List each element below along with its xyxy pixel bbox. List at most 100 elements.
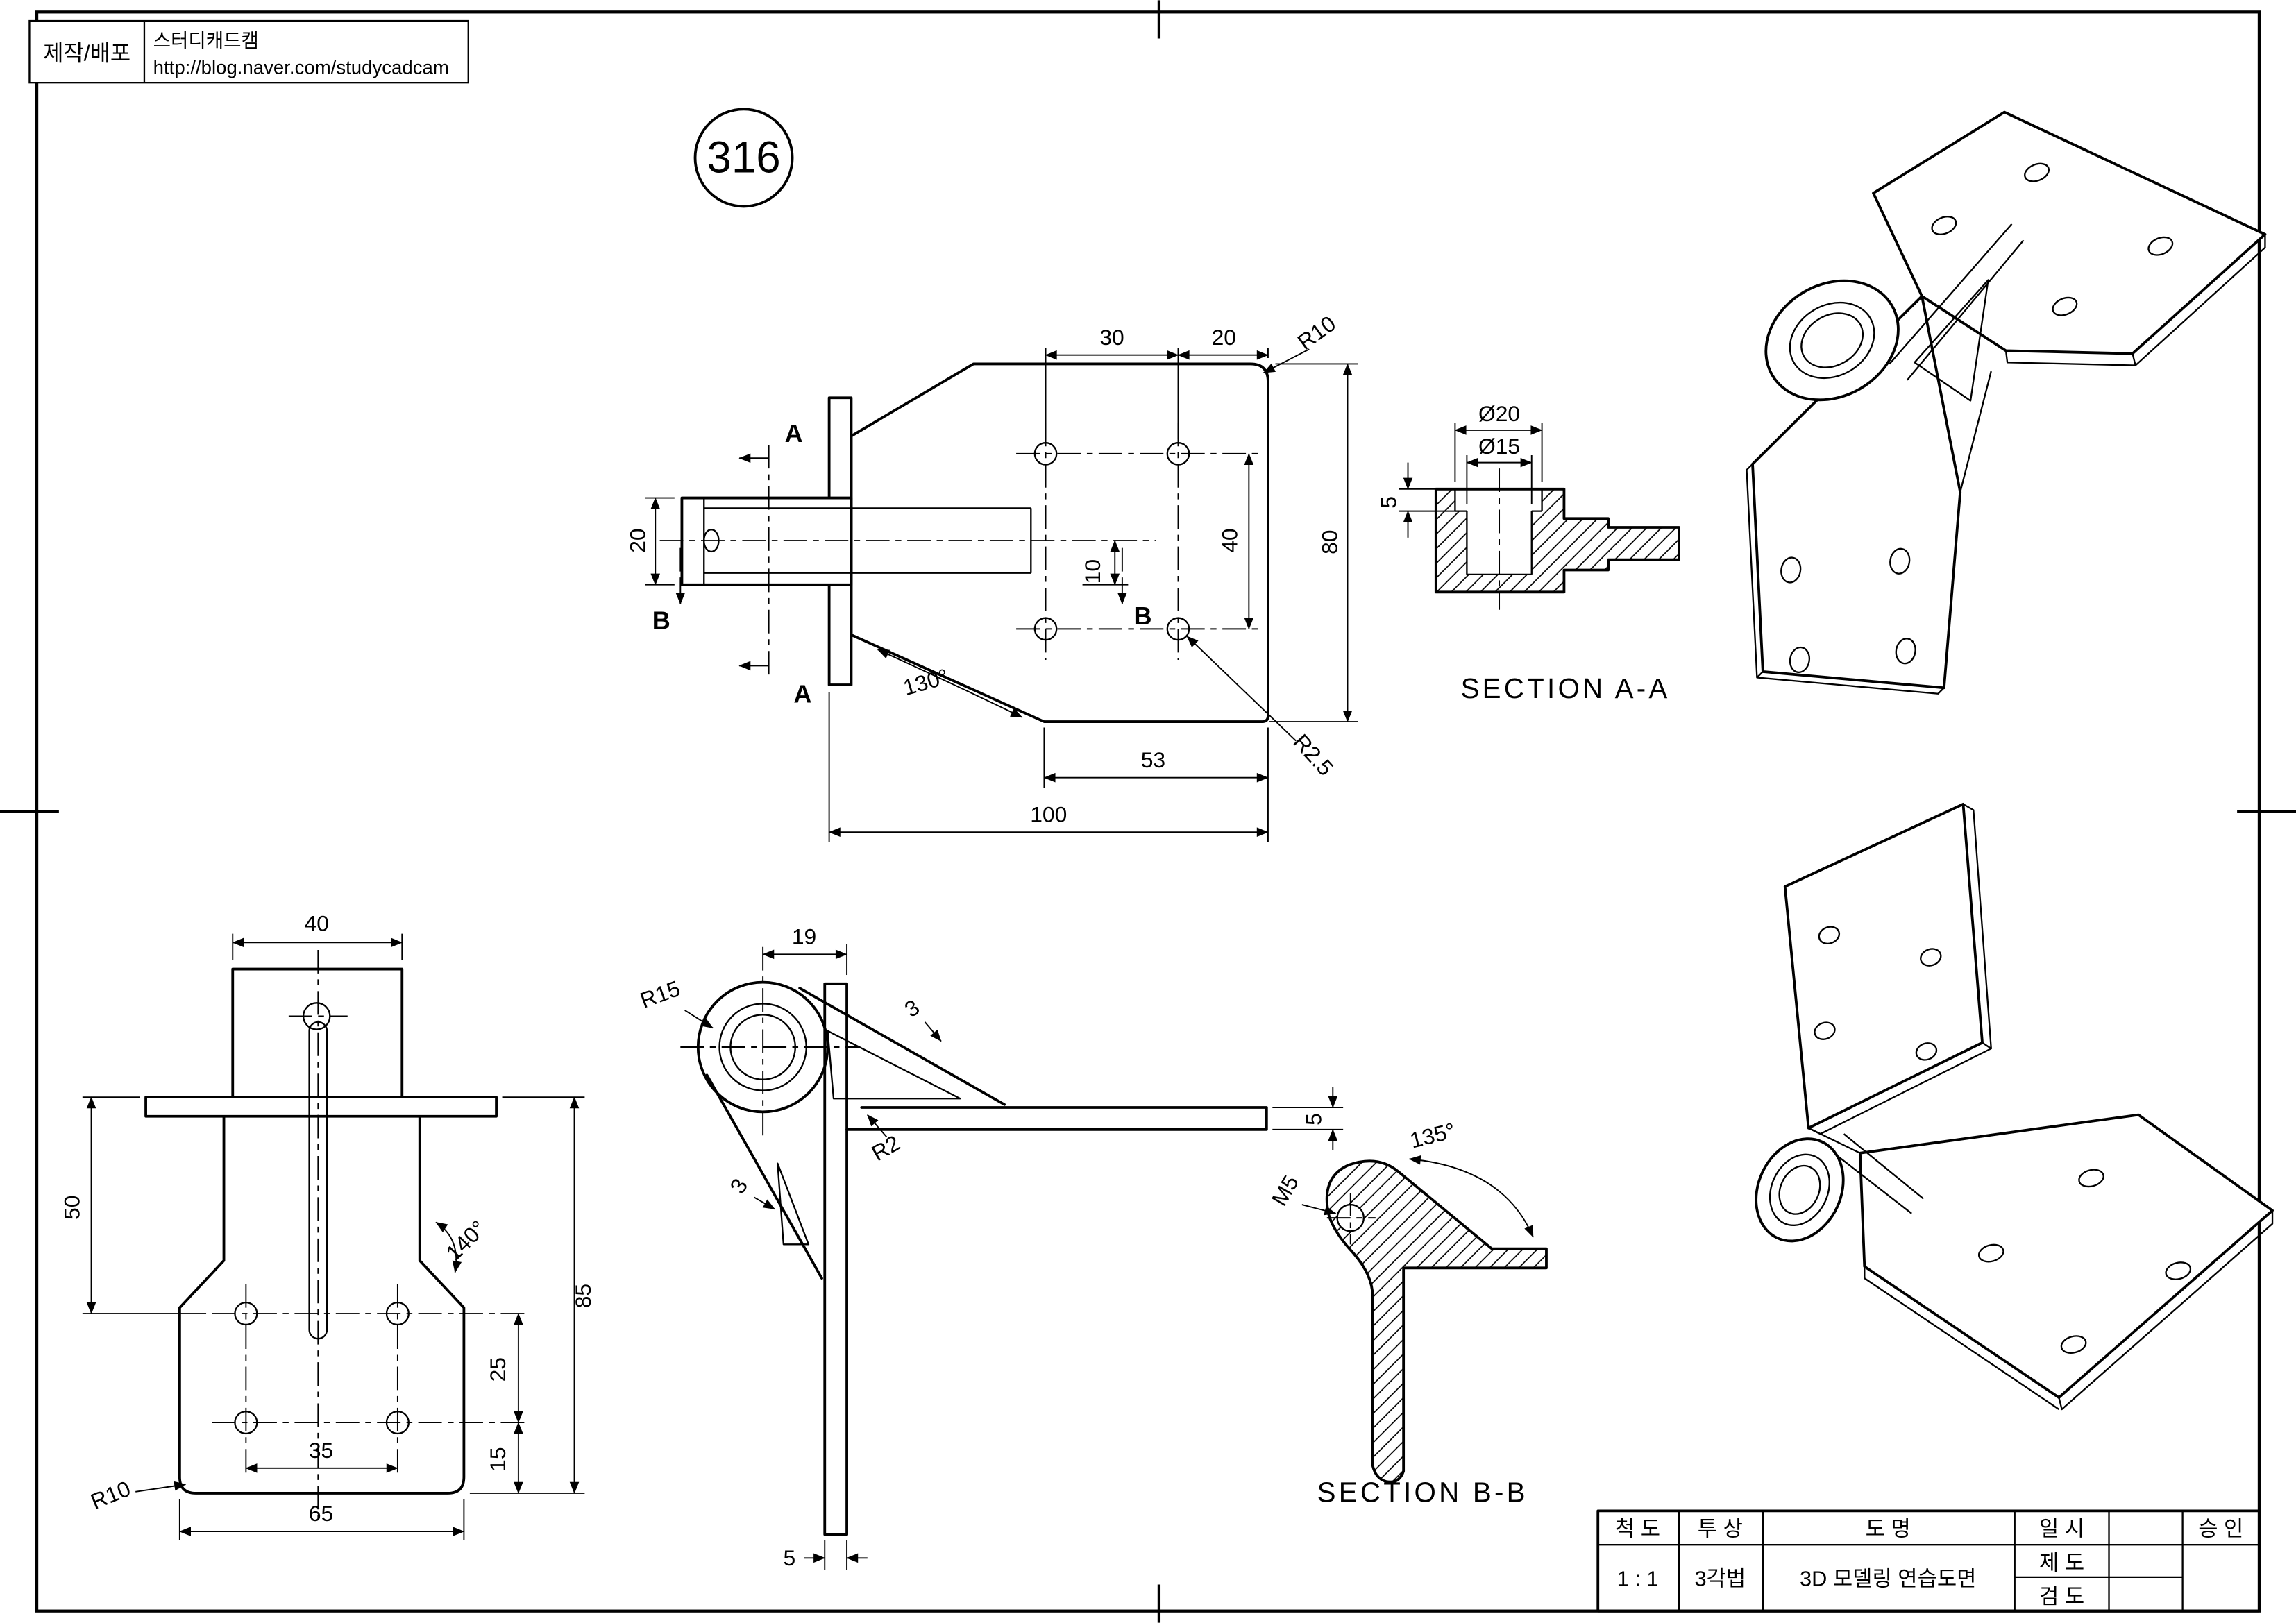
dim-15: 15: [485, 1447, 510, 1471]
leader-3top: [924, 1021, 942, 1042]
leader-m5: [1301, 1204, 1337, 1216]
plate-thickness: [2004, 234, 2266, 366]
side-view: 19 R15 3 R2 3 5 5: [637, 924, 1344, 1570]
ext-lines: [1454, 423, 1543, 504]
plate-outline: [850, 362, 1269, 723]
dim-od20: Ø20: [1478, 401, 1520, 426]
stamp-label: 제작/배포: [43, 40, 130, 65]
hatch-strip: [1608, 527, 1679, 560]
boss-bore: [1778, 1164, 1821, 1215]
dim-19: 19: [792, 924, 816, 949]
dim-30: 30: [1099, 325, 1124, 350]
hole: [2024, 162, 2050, 182]
section-bb-label: SECTION B-B: [1317, 1477, 1528, 1509]
hole: [1915, 1042, 1938, 1061]
approve-label: 승 인: [2198, 1516, 2243, 1540]
leader-r10: [1263, 348, 1310, 374]
cut-label-a1: A: [785, 419, 803, 448]
arc-135: [1408, 1155, 1534, 1238]
ext-50: [82, 1096, 207, 1315]
section-aa-view: Ø20 Ø15 5 SECTION A-A: [1376, 401, 1680, 704]
boss-face: [1769, 1153, 1830, 1226]
gusset-top-edge: [798, 987, 1006, 1106]
dim-r15: R15: [637, 976, 684, 1013]
section-aa-label: SECTION A-A: [1461, 673, 1671, 704]
hole: [2078, 1169, 2104, 1188]
boss-face: [1789, 301, 1875, 380]
dim-130: 130°: [900, 663, 951, 700]
dim-50: 50: [60, 1196, 85, 1220]
hole: [2147, 236, 2174, 256]
dim-85: 85: [571, 1284, 596, 1308]
dim-r2_5: R2.5: [1289, 729, 1339, 781]
cut-label-b1: B: [652, 606, 670, 634]
dim-id15: Ø15: [1478, 434, 1520, 459]
ext-40: [232, 933, 403, 960]
dim-r10: R10: [1293, 311, 1340, 355]
scale-label: 척 도: [1615, 1516, 1660, 1540]
dim-100: 100: [1030, 801, 1067, 826]
ext-85: [469, 1096, 585, 1494]
hole: [1780, 556, 1802, 584]
iso-gusset: [1889, 223, 2025, 493]
hole-centerlines: [1326, 1193, 1376, 1245]
dim-5-right: 5: [1301, 1113, 1326, 1125]
plate-outline: [178, 1114, 466, 1495]
iso-view-bottom: [1755, 802, 2274, 1411]
cut-label-a2: A: [793, 679, 811, 708]
boss-bore: [1800, 312, 1864, 368]
stamp-brand: 스터디캐드캠: [153, 30, 259, 51]
hole: [1920, 948, 1942, 967]
dim-35: 35: [309, 1438, 333, 1463]
dim-10: 10: [1080, 559, 1105, 584]
hole: [2052, 296, 2078, 316]
iso-flat-plate: [1859, 1113, 2274, 1399]
arc-140: [435, 1221, 462, 1273]
check-label: 검 도: [2039, 1584, 2084, 1608]
projection-value: 3각법: [1695, 1567, 1746, 1591]
hole: [1814, 1021, 1836, 1040]
horizontal-leg: [845, 1106, 1268, 1131]
gusset-side-cutout: [777, 1162, 810, 1246]
title-block-border: [1596, 1509, 2261, 1613]
dim-3-top: 3: [900, 994, 924, 1022]
gusset-side-edge: [705, 1073, 823, 1280]
leader-3side: [753, 1196, 775, 1210]
date-label: 일 시: [2039, 1516, 2084, 1540]
dim-3-side: 3: [725, 1174, 752, 1198]
leader-r2: [867, 1114, 888, 1138]
part-number: 316: [707, 133, 780, 182]
section-outline: [1325, 1159, 1548, 1484]
leader-r15: [684, 1010, 714, 1029]
cut-line-b: [679, 547, 1123, 578]
ext-lines-80: [1269, 363, 1358, 723]
bore-lines: [1454, 488, 1543, 576]
stamp-url: http://blog.naver.com/studycadcam: [153, 56, 449, 78]
leader-r2_5: [1186, 636, 1297, 742]
dim-80: 80: [1317, 530, 1342, 554]
drawing-name-label: 도 명: [1866, 1516, 1911, 1540]
vertical-leg: [823, 982, 848, 1536]
section-bb-view: M5 135° SECTION B-B: [1267, 1118, 1548, 1509]
plate-thickness: [1864, 1210, 2274, 1411]
part-number-circle: [693, 108, 794, 208]
dim-r2: R2: [867, 1130, 904, 1166]
hole: [2165, 1261, 2192, 1280]
title-block-grid: [1598, 1511, 2259, 1611]
ext-5b: [824, 1540, 848, 1570]
stamp-border: [28, 19, 469, 84]
gusset-top-cutout: [827, 1030, 961, 1100]
flange-edge: [144, 1096, 498, 1118]
hole: [1977, 1243, 2004, 1263]
iso-upright-plate: [1751, 294, 1962, 690]
leader-r10: [135, 1481, 187, 1493]
iso-view-top: [1746, 110, 2267, 695]
dim-53: 53: [1141, 747, 1165, 772]
hole: [1889, 547, 1911, 575]
dim-40: 40: [305, 910, 329, 935]
dim-140: 140°: [441, 1216, 491, 1266]
scale-value: 1 : 1: [1617, 1567, 1659, 1591]
iso-gusset: [1808, 1127, 1924, 1214]
